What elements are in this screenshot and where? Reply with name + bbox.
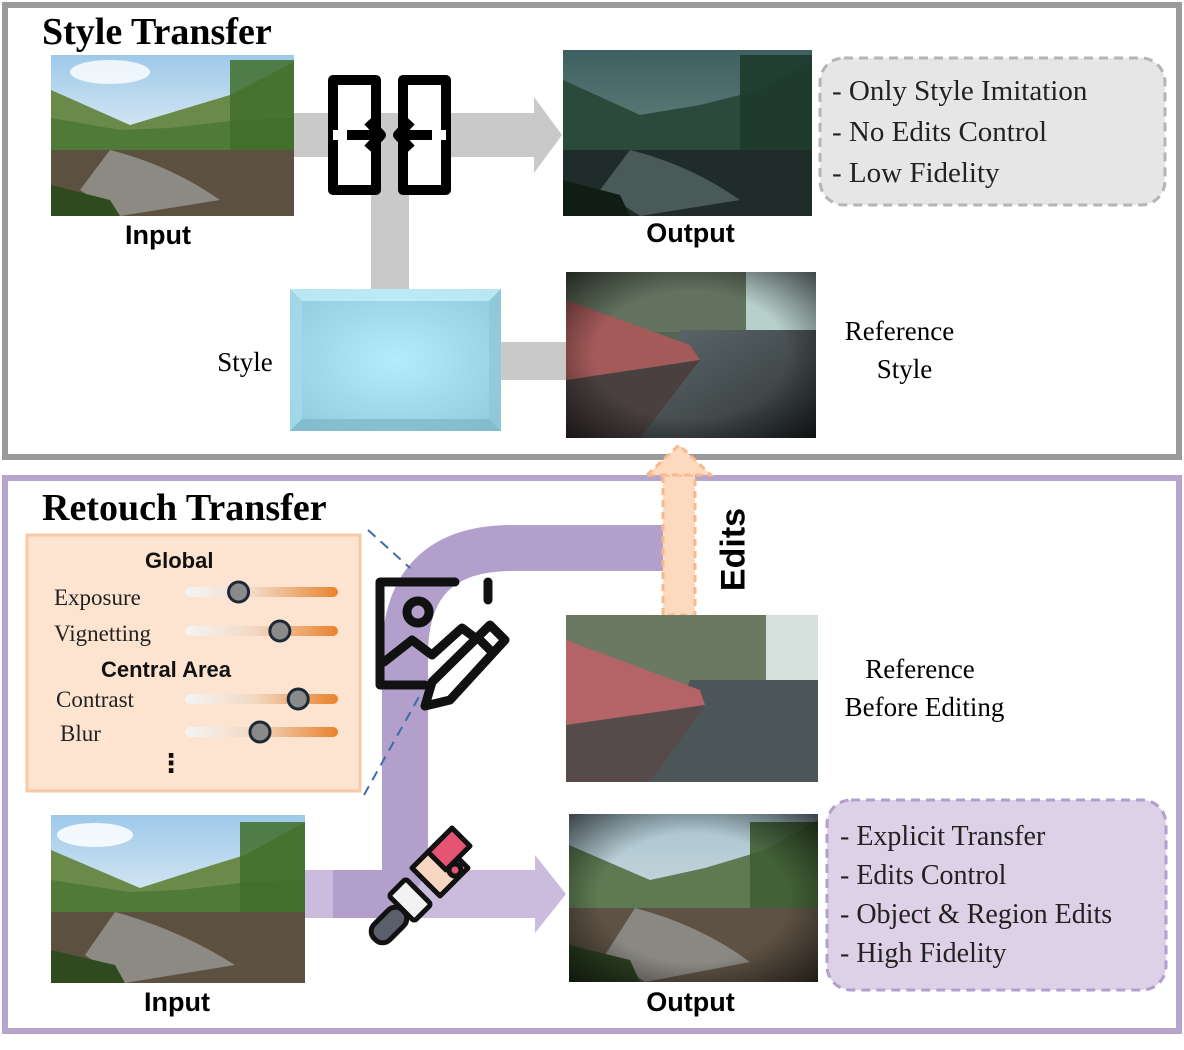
slider-knob-exposure <box>227 580 251 604</box>
edits-arrow <box>643 442 715 617</box>
slider-knob-blur <box>248 720 272 744</box>
retouch-output-caption: Output <box>646 987 735 1017</box>
style-input-image <box>51 55 294 216</box>
reference-style-caption-line2: Style <box>876 354 933 384</box>
retouch-input-caption: Input <box>144 987 210 1017</box>
style-output-image <box>563 50 812 216</box>
retouch-notes-box <box>825 798 1168 992</box>
slider-label-contrast: Contrast <box>56 687 134 712</box>
retouch-input-image <box>51 815 305 983</box>
style-output-caption: Output <box>646 218 735 248</box>
style-transfer-title: Style Transfer <box>42 11 272 53</box>
slider-knobs <box>227 580 310 744</box>
slider-label-exposure: Exposure <box>54 585 141 610</box>
retouch-transfer-title: Retouch Transfer <box>42 487 327 529</box>
style-input-caption: Input <box>125 220 191 250</box>
reference-before-caption-line1: Reference <box>865 654 975 684</box>
style-note: - Only Style Imitation <box>832 75 1088 107</box>
style-label: Style <box>217 347 273 377</box>
style-note: - Low Fidelity <box>832 157 1000 189</box>
paint-brush-icon <box>368 825 473 946</box>
retouch-output-image <box>569 814 818 982</box>
callout-line-top <box>367 529 411 569</box>
retouch-parameter-panel <box>25 533 362 793</box>
reference-before-caption-line2: Before Editing <box>844 692 1005 722</box>
retouch-note: - High Fidelity <box>840 938 1007 969</box>
edits-label: Edits <box>714 507 753 592</box>
style-transfer-frame <box>2 2 1182 460</box>
slider-knob-contrast <box>286 687 310 711</box>
panel-central-area-heading: Central Area <box>101 657 232 682</box>
style-notes-box <box>818 56 1167 207</box>
image-edit-icon <box>375 577 510 711</box>
slider-label-vignetting: Vignetting <box>54 621 151 646</box>
callout-line-bottom <box>363 694 421 796</box>
style-box <box>290 289 501 431</box>
retouch-note: - Edits Control <box>840 860 1007 891</box>
style-note: - No Edits Control <box>832 116 1048 148</box>
slider-label-blur: Blur <box>60 721 101 746</box>
retouch-note: - Object & Region Edits <box>840 899 1113 930</box>
slider-knob-vignetting <box>268 619 292 643</box>
fusion-icon <box>328 75 451 195</box>
panel-ellipsis: ⋮ <box>158 748 184 778</box>
reference-style-caption-line1: Reference <box>844 316 955 346</box>
retouch-note: - Explicit Transfer <box>840 821 1046 852</box>
reference-before-editing-image <box>566 615 818 782</box>
reference-style-image <box>566 272 816 438</box>
panel-global-heading: Global <box>145 548 214 573</box>
retouch-transfer-frame <box>2 475 1182 1034</box>
